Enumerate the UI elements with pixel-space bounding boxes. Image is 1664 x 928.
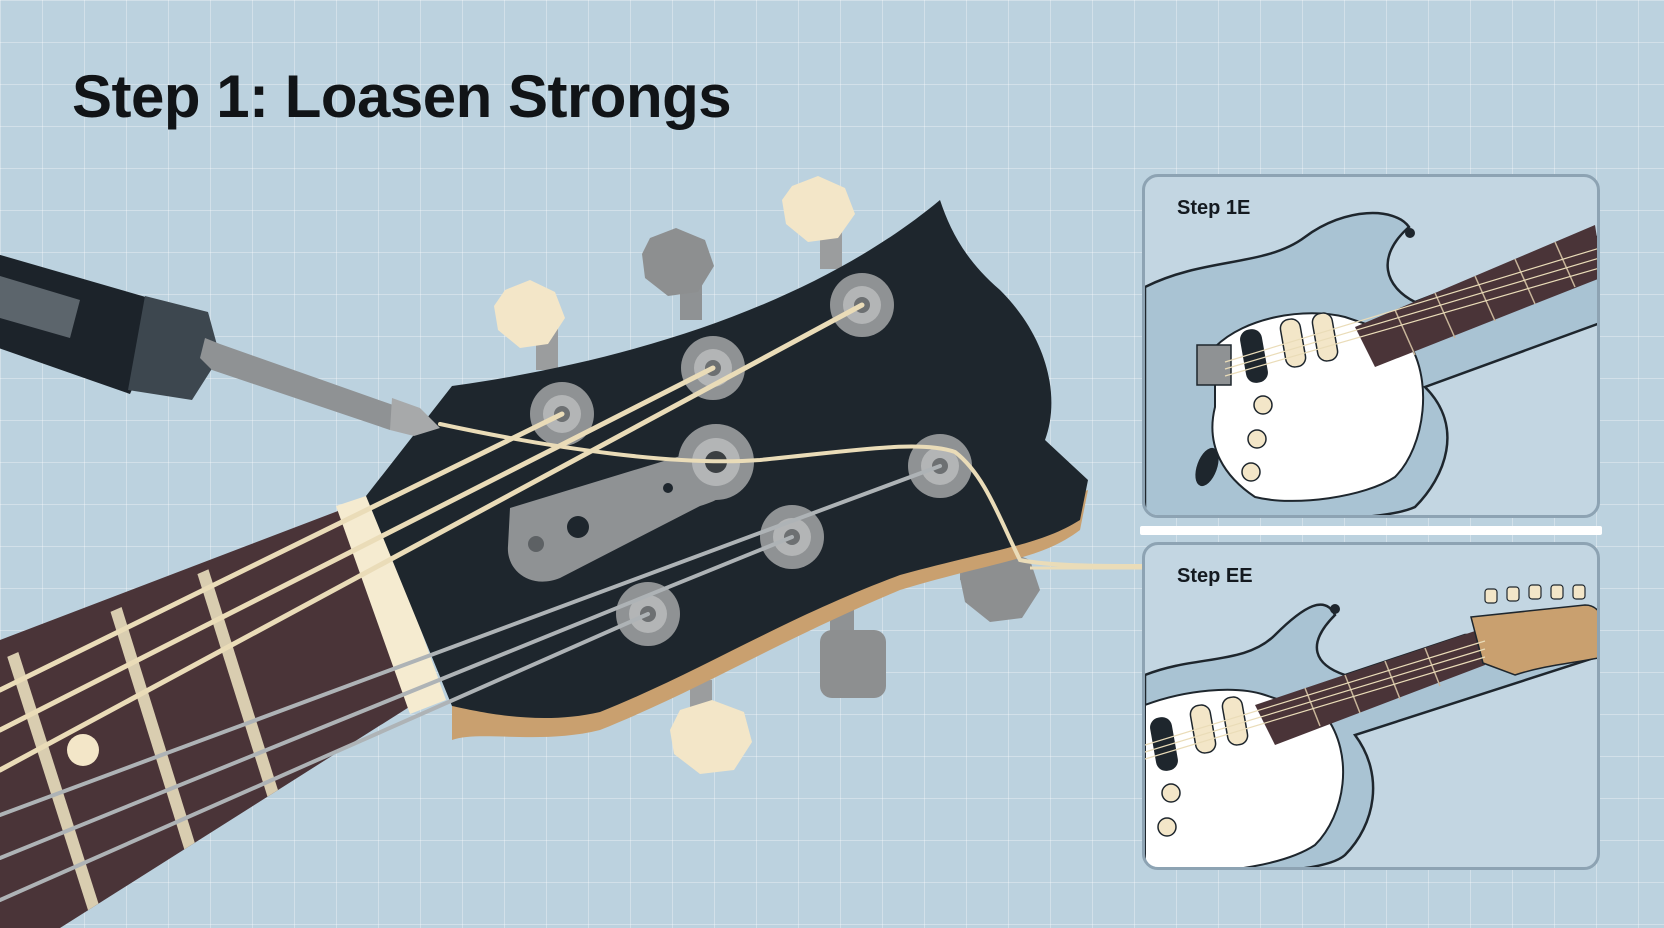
strings (0, 302, 1144, 902)
string (0, 612, 650, 902)
fretboard (0, 498, 436, 928)
string (0, 302, 865, 773)
panel-step-1e: Step 1E (1142, 174, 1600, 518)
truss-rod-cover (507, 448, 737, 582)
fret-inlay-dot (67, 734, 99, 766)
string (0, 365, 716, 733)
loose-string (438, 422, 1144, 568)
panel-divider (1140, 526, 1602, 535)
tuner-button (782, 176, 855, 242)
panel-label: Step 1E (1177, 197, 1251, 219)
page-title: Step 1: Loasen Strongs (72, 63, 732, 130)
tuner-button (670, 700, 752, 774)
screwdriver-icon (0, 254, 440, 436)
screw-hole (567, 516, 589, 538)
tuner-button (642, 228, 714, 296)
panel-step-ee: Step EE (1142, 542, 1600, 870)
screw-hole (663, 483, 673, 493)
tuner-button (494, 280, 565, 348)
electric-guitar-icon (1145, 211, 1597, 515)
tuner-button (820, 630, 886, 698)
string (0, 535, 794, 860)
tuner-pegs (494, 176, 1040, 774)
string (0, 464, 942, 817)
panel-label: Step EE (1177, 565, 1253, 587)
electric-guitar-icon (1145, 584, 1597, 867)
screw-hole (528, 536, 544, 552)
string (0, 411, 565, 693)
